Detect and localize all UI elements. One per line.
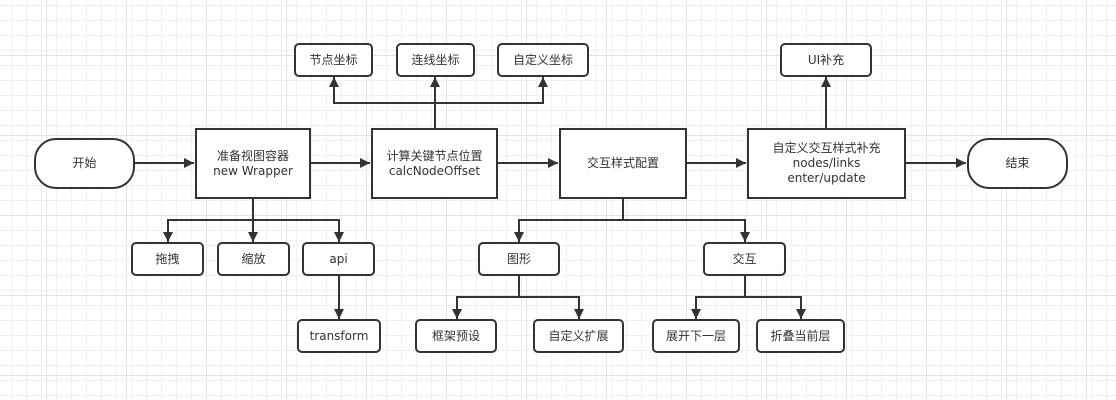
zoom-label: 缩放 (241, 251, 266, 266)
expand-next-layer-node[interactable]: 展开下一层 (652, 319, 740, 353)
start-node[interactable]: 开始 (34, 138, 135, 189)
edge-style-graphics (514, 198, 624, 242)
framework-preset-node[interactable]: 框架预设 (415, 319, 497, 353)
calc-label: 计算关键节点位置 (386, 148, 483, 163)
collapse-current-layer-node[interactable]: 折叠当前层 (756, 319, 845, 353)
ui-supplement-label: UI补充 (807, 52, 845, 67)
node-coord-label: 节点坐标 (309, 52, 358, 67)
link-coord-node[interactable]: 连线坐标 (396, 43, 475, 77)
collapse-current-label: 折叠当前层 (770, 328, 831, 343)
custom-extend-node[interactable]: 自定义扩展 (533, 319, 624, 353)
transform-label: transform (309, 328, 369, 343)
edge-calc-node-coord (329, 77, 435, 104)
calc-code-label: calcNodeOffset (388, 163, 481, 178)
edge-prepare-api (253, 219, 344, 242)
ui-supplement-node[interactable]: UI补充 (780, 43, 872, 77)
edge-prepare-drag (163, 219, 253, 242)
interaction-node[interactable]: 交互 (703, 242, 786, 276)
graphics-label: 图形 (506, 251, 531, 266)
edge-interaction-expand-next (691, 276, 746, 319)
custom-coord-node[interactable]: 自定义坐标 (497, 43, 589, 77)
transform-node[interactable]: transform (297, 319, 381, 353)
start-label: 开始 (72, 156, 97, 170)
custom-extend-label: 自定义扩展 (548, 328, 609, 343)
custom-nodes-links-label: nodes/links (792, 156, 861, 170)
edge-style-interaction (623, 219, 750, 242)
prepare-container-node[interactable]: 准备视图容器 new Wrapper (195, 128, 311, 199)
framework-preset-label: 框架预设 (431, 328, 480, 343)
zoom-node[interactable]: 缩放 (217, 242, 290, 276)
custom-interaction-style-node[interactable]: 自定义交互样式补充 nodes/links enter/update (747, 128, 906, 199)
api-label: api (329, 251, 348, 266)
custom-label: 自定义交互样式补充 (772, 141, 881, 155)
link-coord-label: 连线坐标 (411, 52, 460, 67)
custom-enter-update-label: enter/update (787, 171, 866, 185)
edge-interaction-collapse-current (745, 296, 806, 319)
edge-calc-custom-coord (435, 77, 548, 104)
end-node[interactable]: 结束 (967, 138, 1068, 189)
interaction-label: 交互 (732, 251, 757, 266)
drag-node[interactable]: 拖拽 (131, 242, 204, 276)
graphics-node[interactable]: 图形 (478, 242, 560, 276)
style-label: 交互样式配置 (586, 156, 659, 170)
node-coord-node[interactable]: 节点坐标 (294, 43, 373, 77)
end-label: 结束 (1005, 156, 1030, 170)
custom-coord-label: 自定义坐标 (512, 52, 573, 67)
prepare-code-label: new Wrapper (213, 163, 293, 178)
edge-graphics-custom-extend (519, 296, 584, 319)
edge-graphics-framework-preset (452, 276, 520, 319)
interaction-style-config-node[interactable]: 交互样式配置 (559, 128, 687, 199)
api-node[interactable]: api (302, 242, 375, 276)
prepare-label: 准备视图容器 (216, 148, 289, 163)
drag-label: 拖拽 (155, 251, 180, 266)
expand-next-label: 展开下一层 (665, 328, 726, 343)
calc-node-offset-node[interactable]: 计算关键节点位置 calcNodeOffset (371, 128, 498, 199)
